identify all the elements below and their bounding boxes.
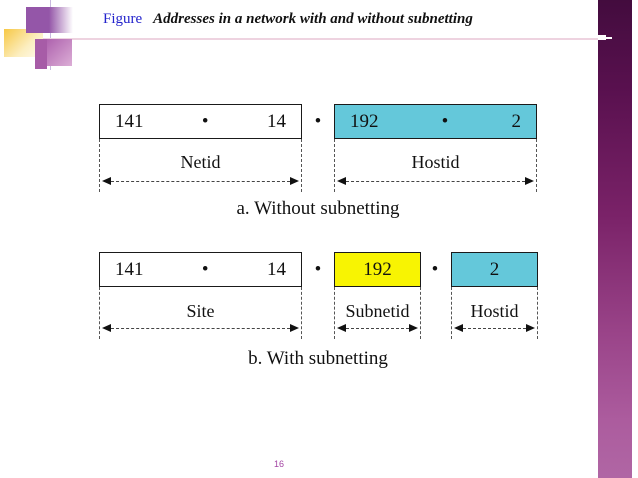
subnetid-extent-arrow [337,324,418,332]
corner-purple-fade-square [49,7,73,33]
right-accent-bar [598,0,632,478]
arrow-right-icon [526,324,535,332]
figure-label: Figure [103,11,143,27]
octet-value: 2 [511,110,522,132]
dashed-line [111,180,290,182]
corner-purple-square [26,7,49,33]
subnetid-label: Subnetid [345,301,410,321]
page-number: 16 [273,459,284,469]
octet-value: 2 [489,258,500,280]
netid-span: Netid [99,139,302,192]
dot-separator-icon: • [201,258,209,280]
addr-box-hostid: 192 • 2 [334,104,537,139]
arrow-right-icon [290,177,299,185]
dashed-line [111,327,290,329]
caption-with-subnetting: b. With subnetting [248,348,388,369]
site-span: Site [99,287,302,339]
corner-purple-lower-square [47,39,72,66]
hostid-b-span: Hostid [451,287,538,339]
hostid-b-extent-arrow [454,324,535,332]
dashed-line [463,327,526,329]
accent-bar-notch [598,35,606,40]
hostid-b-label: Hostid [470,301,519,321]
dot-separator-icon: • [431,258,439,280]
addr-box-subnetid: 192 [334,252,421,287]
hostid-label: Hostid [411,152,460,172]
corner-purple-strip [35,39,47,69]
arrow-left-icon [337,324,346,332]
site-extent-arrow [102,324,299,332]
octet-value: 141 [115,258,144,280]
dot-separator-icon: • [314,110,322,132]
dot-separator-icon: • [201,110,209,132]
caption-without-subnetting: a. Without subnetting [236,198,400,219]
hostid-span: Hostid [334,139,537,192]
netid-label: Netid [180,152,221,172]
subnetid-span: Subnetid [334,287,421,339]
octet-value: 192 [350,110,379,132]
octet-value: 192 [363,258,392,280]
corner-vertical-line [50,0,51,70]
hostid-extent-arrow [337,177,534,185]
arrow-right-icon [409,324,418,332]
arrow-left-icon [454,324,463,332]
dashed-line [346,327,409,329]
dot-separator-icon: • [441,110,449,132]
slide-header: Figure Addresses in a network with and w… [103,11,473,28]
arrow-right-icon [525,177,534,185]
arrow-left-icon [102,177,111,185]
arrow-right-icon [290,324,299,332]
octet-value: 14 [267,258,286,280]
title-underline [43,38,599,40]
addr-box-site: 141 • 14 [99,252,302,287]
addr-box-hostid-b: 2 [451,252,538,287]
dashed-line [346,180,525,182]
addr-box-netid: 141 • 14 [99,104,302,139]
site-label: Site [186,301,215,321]
octet-value: 141 [115,110,144,132]
dot-separator-icon: • [314,258,322,280]
octet-value: 14 [267,110,286,132]
arrow-left-icon [337,177,346,185]
netid-extent-arrow [102,177,299,185]
arrow-left-icon [102,324,111,332]
figure-title: Addresses in a network with and without … [153,11,473,27]
